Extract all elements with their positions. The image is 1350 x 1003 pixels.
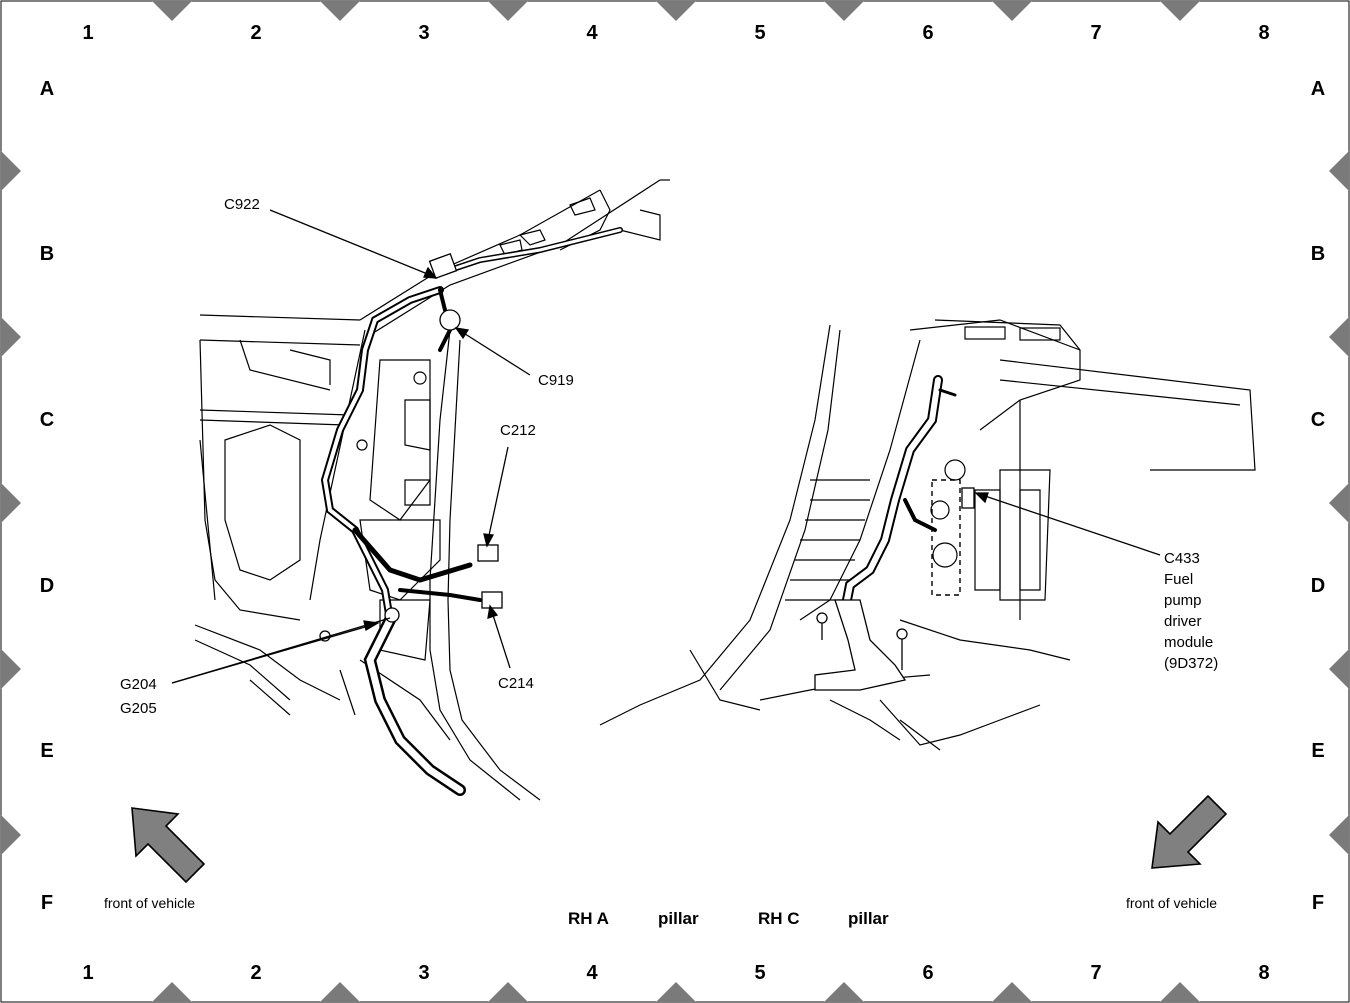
marker-top-1	[152, 1, 192, 21]
grid-col-top-6: 6	[922, 22, 934, 44]
leader-c922	[269, 209, 431, 276]
callout-c212: C212	[500, 422, 536, 439]
grid-row-right-e: E	[1311, 740, 1325, 762]
callout-c214: C214	[498, 675, 534, 692]
callout-g205: G205	[120, 700, 157, 717]
grid-row-left-b: B	[39, 243, 55, 265]
title-pillar-1: pillar	[658, 909, 699, 928]
roof-rail-outline	[359, 189, 601, 321]
callout-c433-desc-3: driver	[1164, 613, 1202, 630]
grid-col-top-3: 3	[418, 22, 430, 44]
c-pillar-outer-edge	[599, 324, 831, 726]
marker-right-4	[1329, 649, 1349, 689]
grid-row-left-d: D	[39, 575, 55, 597]
marker-right-1	[1329, 151, 1349, 191]
title-rh-c: RH C	[758, 909, 800, 928]
front-of-vehicle-right-label: front of vehicle	[1126, 895, 1218, 911]
callout-g204: G204	[120, 676, 157, 693]
grid-col-top-4: 4	[586, 22, 598, 44]
grid-col-bottom-3: 3	[418, 962, 430, 984]
grid-row-left-e: E	[40, 740, 54, 762]
marker-bottom-5	[824, 982, 864, 1002]
fuel-pump-module-bracket	[814, 599, 907, 691]
leader-c212	[487, 446, 509, 541]
front-arrow-left-icon	[131, 807, 206, 884]
grid-col-bottom-6: 6	[922, 962, 934, 984]
marker-top-7	[1160, 1, 1200, 21]
marker-bottom-7	[1160, 982, 1200, 1002]
front-of-vehicle-left-label: front of vehicle	[104, 895, 196, 911]
grid-row-right-b: B	[1310, 243, 1326, 265]
grid-col-bottom-7: 7	[1090, 962, 1102, 984]
grid-col-bottom-4: 4	[586, 962, 598, 984]
marker-bottom-2	[320, 982, 360, 1002]
grid-col-top-7: 7	[1090, 22, 1102, 44]
callout-c922: C922	[224, 196, 260, 213]
callout-c433-group: C433 Fuel pump driver module (9D372)	[1164, 548, 1218, 674]
grid-row-left-a: A	[39, 78, 55, 100]
leader-c214	[491, 611, 511, 669]
callout-c433-desc-1: Fuel	[1164, 571, 1194, 588]
marker-bottom-6	[992, 982, 1032, 1002]
callout-c433-desc-4: module	[1164, 634, 1214, 651]
marker-bottom-4	[656, 982, 696, 1002]
title-rh-a: RH A	[568, 909, 609, 928]
grid-col-bottom-2: 2	[250, 962, 262, 984]
callout-c433-part: (9D372)	[1164, 655, 1219, 672]
marker-right-2	[1329, 317, 1349, 357]
callout-c433-desc-2: pump	[1164, 592, 1202, 609]
marker-top-4	[656, 1, 696, 21]
marker-left-4	[1, 649, 21, 689]
marker-left-5	[1, 815, 21, 855]
marker-top-2	[320, 1, 360, 21]
grid-row-left-c: C	[39, 409, 55, 431]
marker-top-6	[992, 1, 1032, 21]
leader-c919	[461, 331, 531, 376]
grid-row-right-c: C	[1310, 409, 1326, 431]
marker-bottom-1	[152, 982, 192, 1002]
module-hidden-outline	[931, 479, 961, 596]
grid-row-right-a: A	[1310, 78, 1326, 100]
grid-row-right-f: F	[1311, 892, 1325, 914]
marker-left-3	[1, 483, 21, 523]
title-pillar-2: pillar	[848, 909, 889, 928]
window-cutout	[224, 424, 301, 581]
grid-col-bottom-5: 5	[754, 962, 766, 984]
marker-right-3	[1329, 483, 1349, 523]
grid-col-top-1: 1	[82, 22, 94, 44]
marker-right-5	[1329, 815, 1349, 855]
marker-left-2	[1, 317, 21, 357]
roof-rail-inner	[369, 179, 661, 336]
grid-col-bottom-1: 1	[82, 962, 94, 984]
marker-top-5	[824, 1, 864, 21]
pillar-inner-edge	[429, 329, 521, 801]
grid-col-top-8: 8	[1258, 22, 1270, 44]
grid-col-bottom-8: 8	[1258, 962, 1270, 984]
grid-row-right-d: D	[1310, 575, 1326, 597]
callout-c919: C919	[538, 372, 574, 389]
grid-row-left-f: F	[40, 892, 54, 914]
pillar-outer-edge	[309, 329, 366, 601]
callout-c433: C433	[1164, 550, 1200, 567]
marker-top-3	[488, 1, 528, 21]
c433-connector-shape	[961, 487, 975, 509]
grid-col-top-2: 2	[250, 22, 262, 44]
leader-c433	[981, 494, 1161, 556]
marker-left-1	[1, 151, 21, 191]
grid-col-top-5: 5	[754, 22, 766, 44]
marker-bottom-3	[488, 982, 528, 1002]
front-arrow-right-icon	[1151, 794, 1228, 869]
